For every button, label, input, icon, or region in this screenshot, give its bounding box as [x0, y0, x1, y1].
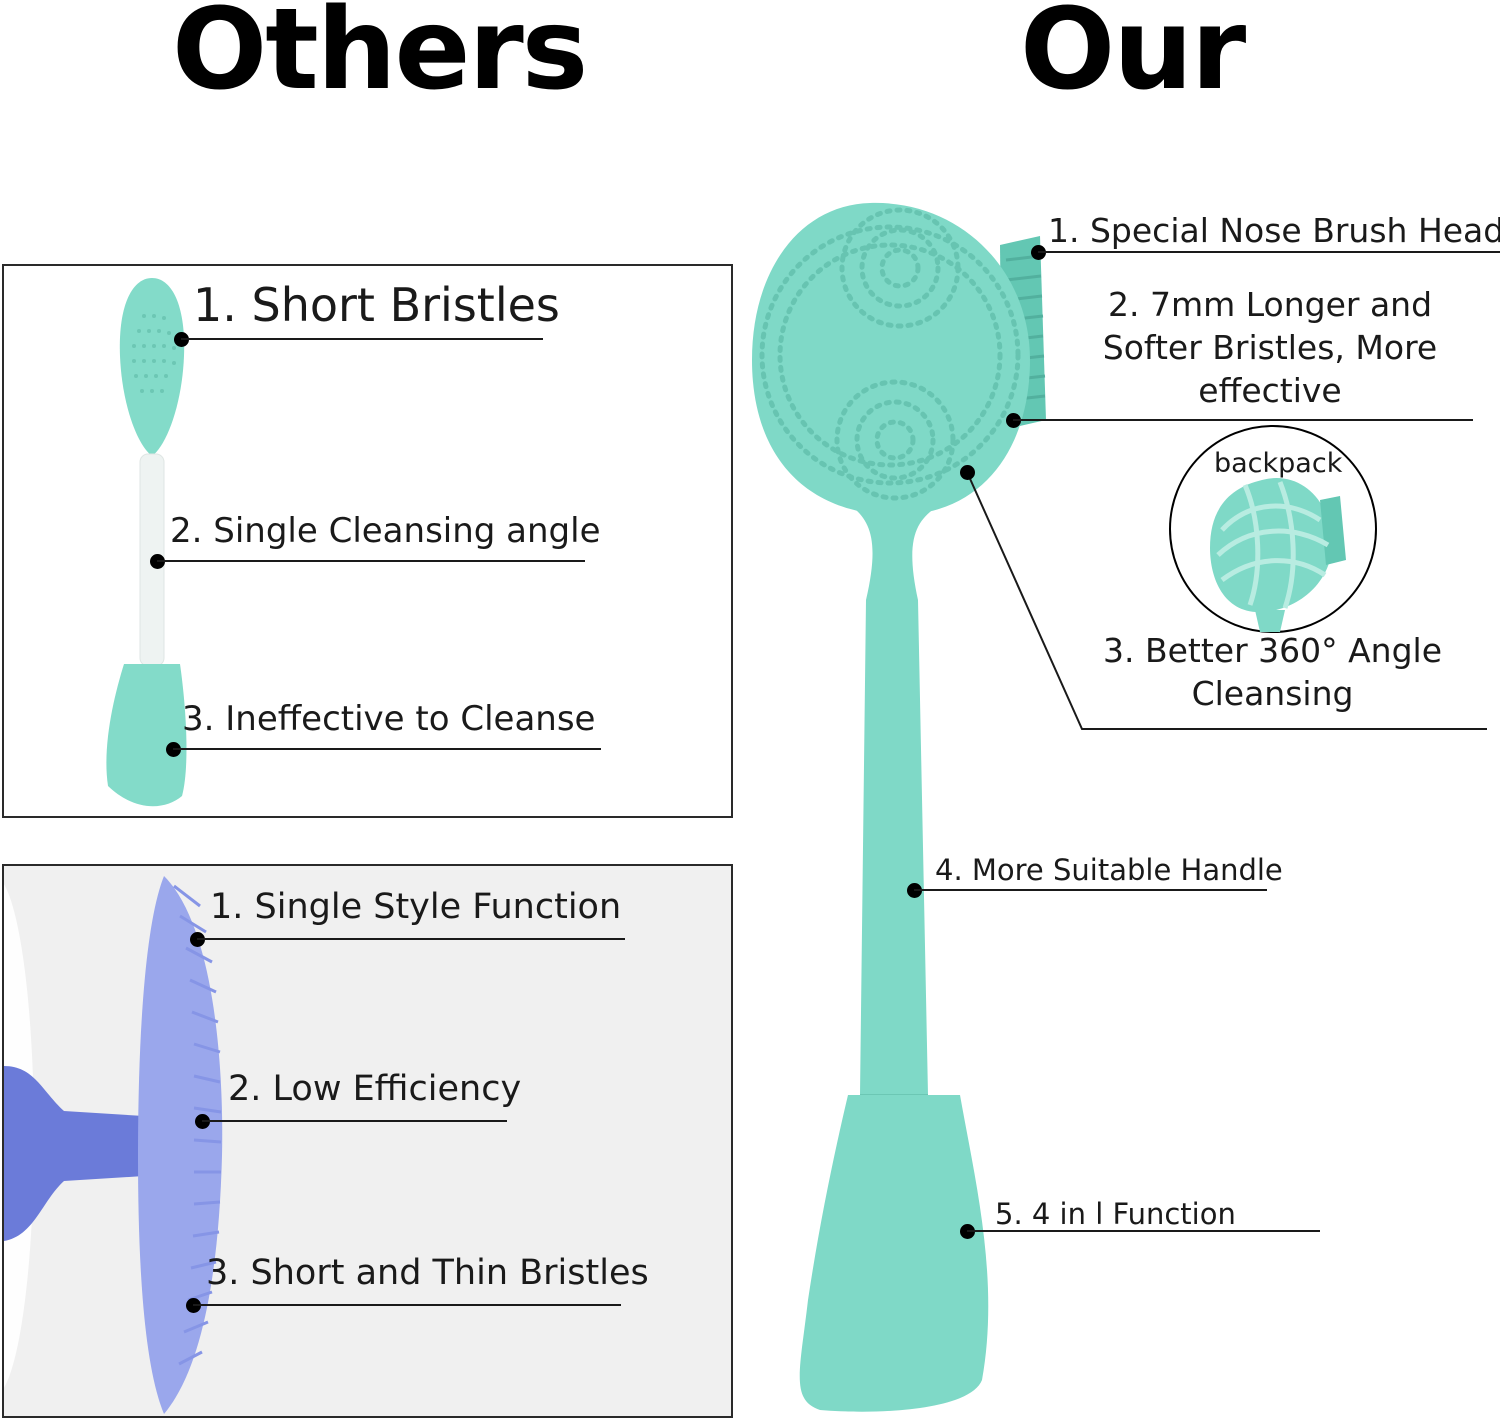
special-nose-brush-label: 1. Special Nose Brush Head	[1048, 211, 1500, 250]
callout-line	[1038, 251, 1500, 253]
low-efficiency-label: 2. Low Efficiency	[228, 1069, 522, 1109]
callout-line	[914, 889, 1267, 891]
others-brush-panel-top: 1. Short Bristles 2. Single Cleansing an…	[2, 264, 733, 818]
callout-line	[193, 1304, 621, 1306]
callout-line	[181, 338, 543, 340]
better-360-angle-label: 3. Better 360° Angle Cleansing	[1102, 631, 1443, 713]
short-bristles-label: 1. Short Bristles	[193, 278, 560, 332]
ineffective-cleanse-label: 3. Ineffective to Cleanse	[182, 699, 596, 739]
others-heading: Others	[172, 0, 588, 115]
callout-dot	[960, 465, 975, 480]
suitable-handle-label: 4. More Suitable Handle	[935, 853, 1283, 887]
longer-softer-bristles-label: 2. 7mm Longer and Softer Bristles, More …	[1102, 285, 1438, 410]
single-cleansing-angle-label: 2. Single Cleansing angle	[170, 511, 601, 551]
round-silicone-brush-image	[4, 876, 223, 1414]
callout-line	[202, 1120, 507, 1122]
single-style-function-label: 1. Single Style Function	[210, 887, 622, 927]
short-thin-bristles-label: 3. Short and Thin Bristles	[206, 1253, 649, 1293]
callout-line	[173, 748, 601, 750]
callout-line	[967, 1230, 1320, 1232]
callout-line	[157, 560, 585, 562]
four-in-one-function-label: 5. 4 in l Function	[995, 1197, 1236, 1231]
others-brush-panel-bottom: 1. Single Style Function 2. Low Efficien…	[2, 864, 733, 1418]
callout-line	[197, 938, 625, 940]
callout-line	[1013, 419, 1473, 421]
backpack-label: backpack	[1214, 448, 1343, 479]
our-heading: Our	[1020, 0, 1246, 115]
